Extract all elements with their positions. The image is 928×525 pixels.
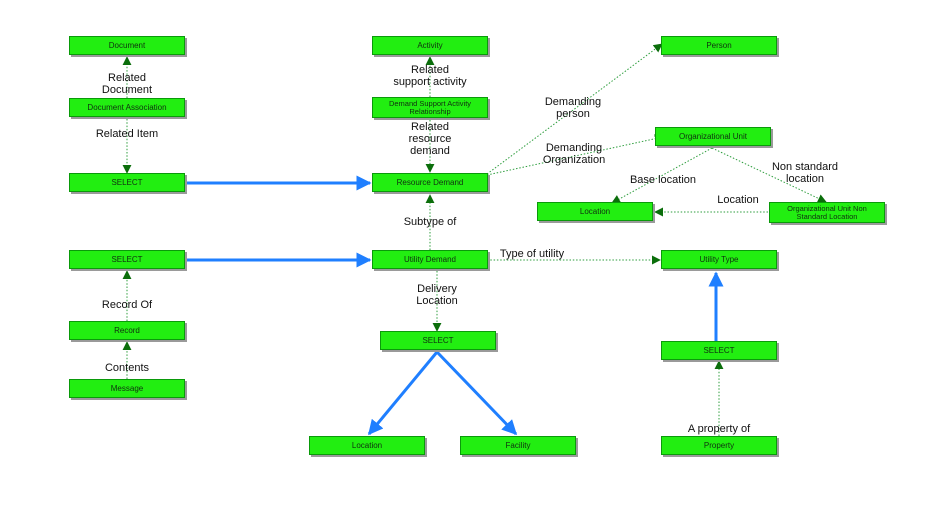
node-select-left-top[interactable]: SELECT [69, 173, 185, 192]
node-org-unit-nonstandard-location[interactable]: Organizational Unit Non Standard Locatio… [769, 202, 885, 223]
node-document[interactable]: Document [69, 36, 185, 55]
node-message[interactable]: Message [69, 379, 185, 398]
node-utility-demand[interactable]: Utility Demand [372, 250, 488, 269]
select-edge-to-location [367, 351, 439, 436]
edge-org-unit-to-location [611, 147, 713, 204]
node-select-center[interactable]: SELECT [380, 331, 496, 350]
label-non-standard-location: Non standard location [771, 161, 839, 185]
node-location-right[interactable]: Location [537, 202, 653, 221]
label-contents: Contents [104, 362, 150, 374]
label-base-location: Base location [629, 174, 697, 186]
node-location-bottom[interactable]: Location [309, 436, 425, 455]
label-location: Location [717, 194, 759, 206]
label-demanding-organization: Demanding Organization [542, 142, 606, 166]
node-document-association[interactable]: Document Association [69, 98, 185, 117]
node-select-left-bottom[interactable]: SELECT [69, 250, 185, 269]
label-delivery-location: Delivery Location [416, 283, 458, 307]
label-related-support-activity: Related support activity [393, 64, 467, 88]
label-record-of: Record Of [101, 299, 153, 311]
select-edge-to-facility [435, 350, 518, 436]
node-organizational-unit[interactable]: Organizational Unit [655, 127, 771, 146]
edge-resource-demand-to-org-unit [486, 134, 664, 176]
node-utility-type[interactable]: Utility Type [661, 250, 777, 269]
node-facility[interactable]: Facility [460, 436, 576, 455]
node-demand-support-activity-relationship[interactable]: Demand Support Activity Relationship [372, 97, 488, 118]
node-record[interactable]: Record [69, 321, 185, 340]
node-property[interactable]: Property [661, 436, 777, 455]
edge-resource-demand-to-person [486, 43, 663, 175]
node-activity[interactable]: Activity [372, 36, 488, 55]
node-person[interactable]: Person [661, 36, 777, 55]
label-related-item: Related Item [95, 128, 159, 140]
node-resource-demand[interactable]: Resource Demand [372, 173, 488, 192]
label-type-of-utility: Type of utility [499, 248, 565, 260]
label-a-property-of: A property of [687, 423, 751, 435]
edge-org-unit-to-nonstandard [711, 147, 827, 203]
label-demanding-person: Demanding person [544, 96, 602, 120]
label-related-resource-demand: Related resource demand [408, 121, 452, 157]
label-related-document: Related Document [101, 72, 153, 96]
label-subtype-of: Subtype of [403, 216, 457, 228]
node-select-right[interactable]: SELECT [661, 341, 777, 360]
